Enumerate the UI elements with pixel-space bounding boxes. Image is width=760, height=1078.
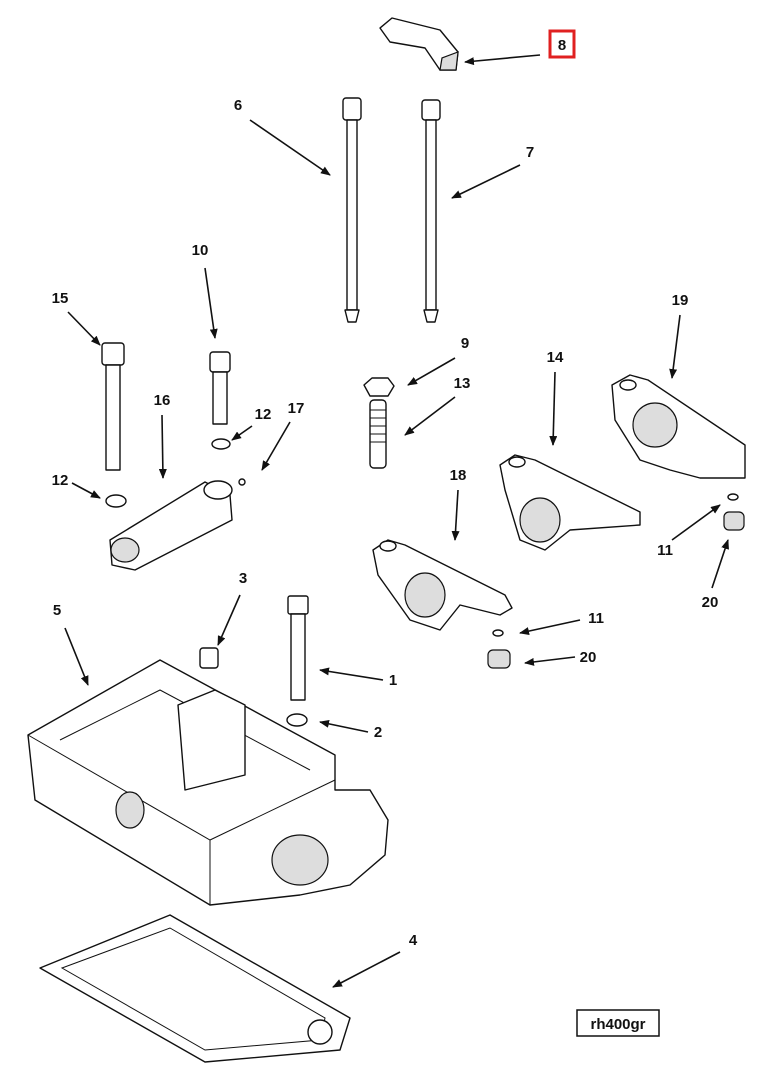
part-9-nut[interactable] xyxy=(363,377,395,397)
callout-arrows xyxy=(64,54,729,988)
part-4-gasket[interactable] xyxy=(39,914,351,1063)
part-12-washer[interactable] xyxy=(105,494,127,508)
drawing-id: rh400gr xyxy=(590,1016,645,1033)
part-12-washer[interactable] xyxy=(211,438,231,450)
part-19-rocker-arm[interactable] xyxy=(611,374,746,479)
part-15-bolt[interactable] xyxy=(101,342,125,471)
part-8-valve-bridge[interactable] xyxy=(379,17,459,71)
part-1-bolt[interactable] xyxy=(287,595,309,701)
callout-12[interactable]: 12 xyxy=(255,406,272,423)
part-17-plug[interactable] xyxy=(238,478,246,486)
callout-18[interactable]: 18 xyxy=(450,467,467,484)
part-2-washer[interactable] xyxy=(286,713,308,727)
part-11-ring[interactable] xyxy=(492,629,504,637)
callout-3[interactable]: 3 xyxy=(239,570,247,587)
callout-16[interactable]: 16 xyxy=(154,392,171,409)
part-6-push-rod[interactable] xyxy=(342,97,362,323)
callout-20[interactable]: 20 xyxy=(702,594,719,611)
callout-15[interactable]: 15 xyxy=(52,290,69,307)
callout-1[interactable]: 1 xyxy=(389,672,397,689)
callout-13[interactable]: 13 xyxy=(454,375,471,392)
callout-6[interactable]: 6 xyxy=(234,97,242,114)
callout-9[interactable]: 9 xyxy=(461,335,469,352)
callout-20[interactable]: 20 xyxy=(580,649,597,666)
callout-11[interactable]: 11 xyxy=(657,542,673,559)
part-11-ring[interactable] xyxy=(727,493,739,501)
callout-14[interactable]: 14 xyxy=(547,349,564,366)
part-16-rocker-shaft[interactable] xyxy=(109,480,233,571)
callout-19[interactable]: 19 xyxy=(672,292,689,309)
callout-8[interactable]: 8 xyxy=(558,37,566,54)
part-7-push-rod[interactable] xyxy=(421,99,441,323)
callout-17[interactable]: 17 xyxy=(288,400,305,417)
callout-5[interactable]: 5 xyxy=(53,602,61,619)
callout-7[interactable]: 7 xyxy=(526,144,534,161)
callout-11[interactable]: 11 xyxy=(588,610,604,627)
part-3-dowel[interactable] xyxy=(199,647,219,669)
callout-10[interactable]: 10 xyxy=(192,242,209,259)
highlight-box xyxy=(548,29,576,59)
callout-4[interactable]: 4 xyxy=(409,932,418,949)
part-18-rocker-arm[interactable] xyxy=(372,539,513,631)
part-13-adjusting-screw[interactable] xyxy=(369,399,387,469)
callout-2[interactable]: 2 xyxy=(374,724,382,741)
callout-12[interactable]: 12 xyxy=(52,472,69,489)
part-20-seal[interactable] xyxy=(723,511,745,531)
part-10-bolt[interactable] xyxy=(209,351,231,425)
part-20-seal[interactable] xyxy=(487,649,511,669)
part-14-rocker-arm[interactable] xyxy=(499,454,641,551)
drawing-id-box xyxy=(576,1009,660,1037)
part-5-rocker-housing[interactable] xyxy=(27,659,389,906)
